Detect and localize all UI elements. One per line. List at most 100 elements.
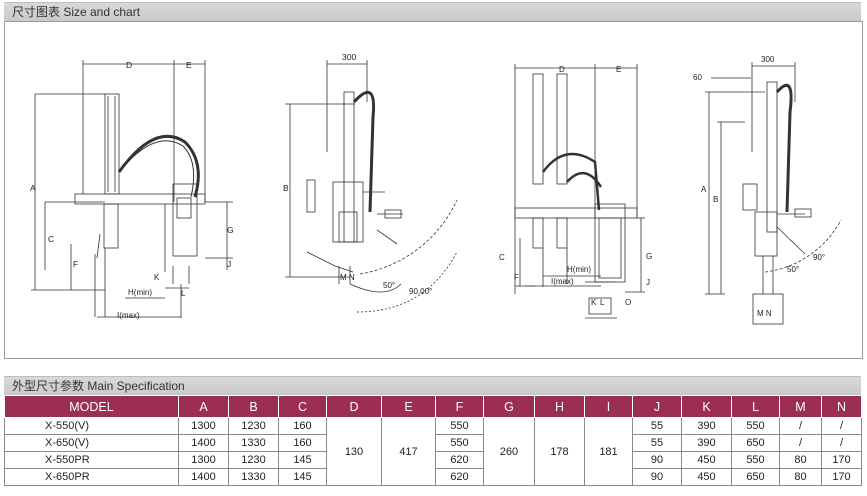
svg-text:50°: 50°: [787, 265, 799, 274]
svg-text:A: A: [30, 183, 36, 193]
cell-f: 550: [435, 434, 484, 452]
svg-text:I(max): I(max): [551, 277, 574, 286]
svg-text:300: 300: [342, 52, 356, 62]
col-header: G: [483, 395, 535, 418]
col-header: J: [632, 395, 682, 418]
svg-text:H(min): H(min): [128, 288, 152, 297]
cell-l: 650: [731, 468, 780, 486]
model-cell: X-650PR: [4, 468, 179, 486]
svg-text:K: K: [154, 273, 160, 282]
cell-c: 160: [278, 417, 327, 435]
cell-i: 181: [584, 417, 633, 486]
table-row: X-550(V) 1300 1230 160 130 417 550 260 1…: [4, 417, 862, 486]
spec-table: MODEL A B C D E F G H I J K L M N X-550(…: [4, 395, 862, 486]
cell-k: 390: [681, 417, 732, 435]
svg-text:O: O: [625, 298, 631, 307]
cell-b: 1230: [228, 417, 279, 435]
svg-text:90°: 90°: [813, 253, 825, 262]
svg-text:F: F: [514, 273, 519, 282]
cell-f: 620: [435, 468, 484, 486]
col-header: MODEL: [4, 395, 179, 418]
svg-text:B: B: [283, 183, 289, 193]
svg-text:F: F: [73, 259, 78, 269]
svg-text:H(min): H(min): [567, 265, 591, 274]
cell-c: 145: [278, 451, 327, 469]
svg-text:J: J: [646, 278, 650, 287]
col-header: I: [584, 395, 633, 418]
cell-l: 650: [731, 434, 780, 452]
cell-a: 1300: [178, 417, 229, 435]
table-row: X-550PR 1300 1230 145 620 90 450 550 80 …: [4, 451, 862, 469]
svg-text:K: K: [591, 298, 597, 307]
col-header: H: [534, 395, 585, 418]
model-cell: X-650(V): [4, 434, 179, 452]
cell-m: 80: [779, 451, 822, 469]
drawing-side-view: D E A C F G J K L H(min) I(max): [30, 60, 234, 320]
cell-n: 170: [821, 468, 862, 486]
col-header: M: [779, 395, 822, 418]
cell-a: 1300: [178, 451, 229, 469]
cell-b: 1330: [228, 434, 279, 452]
drawing-double-arm-view: D E C F G J K L O H(min) I(max): [499, 64, 652, 319]
spec-table-header-row: MODEL A B C D E F G H I J K L M N: [4, 395, 862, 418]
cell-f: 620: [435, 451, 484, 469]
svg-text:L: L: [600, 298, 605, 307]
svg-text:A: A: [701, 185, 707, 194]
cell-j: 90: [632, 468, 682, 486]
cell-a: 1400: [178, 434, 229, 452]
svg-text:50°: 50°: [383, 281, 395, 290]
cell-j: 90: [632, 451, 682, 469]
cell-h: 178: [534, 417, 585, 486]
cell-g: 260: [483, 417, 535, 486]
cell-b: 1230: [228, 451, 279, 469]
cell-m: 80: [779, 468, 822, 486]
svg-text:G: G: [646, 252, 652, 261]
col-header: C: [278, 395, 327, 418]
svg-text:E: E: [186, 60, 192, 70]
drawing-front-view: 300 B M N 50° 90.00°: [283, 52, 458, 313]
cell-n: 170: [821, 451, 862, 469]
svg-text:J: J: [227, 259, 231, 269]
cell-n: /: [821, 434, 862, 452]
svg-text:D: D: [559, 65, 565, 74]
svg-text:M N: M N: [340, 273, 355, 282]
cell-k: 450: [681, 468, 732, 486]
svg-text:60: 60: [693, 73, 702, 82]
cell-m: /: [779, 434, 822, 452]
cell-l: 550: [731, 417, 780, 435]
svg-text:E: E: [616, 65, 621, 74]
drawing-front-view-pr: 300 60 A B M N 50° 90°: [693, 55, 842, 325]
cell-j: 55: [632, 417, 682, 435]
svg-text:C: C: [48, 234, 54, 244]
dimension-drawings-panel: D E A C F G J K L H(min) I(max) 300 B M …: [4, 21, 863, 359]
svg-text:B: B: [713, 195, 718, 204]
table-row: X-650PR 1400 1330 145 620 90 450 650 80 …: [4, 468, 862, 486]
svg-text:90.00°: 90.00°: [409, 287, 432, 296]
svg-text:I(max): I(max): [117, 311, 140, 320]
col-header: L: [731, 395, 780, 418]
cell-c: 160: [278, 434, 327, 452]
col-header: A: [178, 395, 229, 418]
cell-a: 1400: [178, 468, 229, 486]
svg-text:G: G: [227, 225, 234, 235]
svg-text:L: L: [181, 289, 186, 298]
cell-k: 390: [681, 434, 732, 452]
model-cell: X-550(V): [4, 417, 179, 435]
cell-l: 550: [731, 451, 780, 469]
cell-k: 450: [681, 451, 732, 469]
cell-j: 55: [632, 434, 682, 452]
cell-n: /: [821, 417, 862, 435]
svg-text:M N: M N: [757, 309, 772, 318]
cell-m: /: [779, 417, 822, 435]
model-cell: X-550PR: [4, 451, 179, 469]
col-header: K: [681, 395, 732, 418]
cell-b: 1330: [228, 468, 279, 486]
col-header: B: [228, 395, 279, 418]
svg-text:C: C: [499, 253, 505, 262]
cell-d: 130: [326, 417, 382, 486]
svg-text:300: 300: [761, 55, 775, 64]
cell-f: 550: [435, 417, 484, 435]
svg-text:D: D: [126, 60, 132, 70]
col-header: F: [435, 395, 484, 418]
spec-header: 外型尺寸参数 Main Specification: [4, 376, 861, 395]
